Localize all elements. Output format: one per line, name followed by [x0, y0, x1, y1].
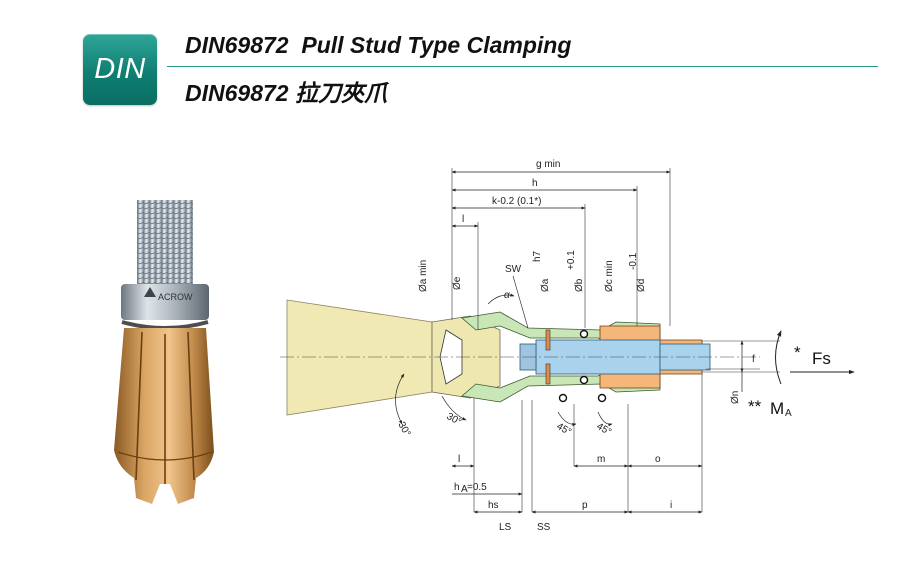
dim-g-label: g min	[536, 159, 560, 170]
label-c-min: Øc min	[604, 260, 615, 292]
label-angle-30-b: 30°	[445, 411, 464, 428]
label-ma-sub: A	[785, 408, 792, 419]
threaded-stud	[137, 200, 193, 290]
dim-p-label: p	[582, 500, 588, 511]
angle-45-arc-b	[597, 411, 613, 427]
dim-l-label: l	[462, 214, 464, 225]
torque-arc	[775, 330, 782, 385]
dim-h-label: h	[532, 178, 538, 189]
dim-ha-sub: A	[461, 484, 468, 495]
angle-45-arc-a	[557, 411, 577, 427]
clamp-cross-section	[280, 311, 760, 403]
pin-upper	[545, 329, 551, 351]
dim-i-label: i	[670, 500, 672, 511]
label-sw: SW	[505, 264, 522, 275]
bottom-dimensions	[451, 464, 703, 514]
label-fs: Fs	[812, 349, 831, 368]
dim-k-label: k-0.2 (0.1*)	[492, 196, 541, 207]
din-badge-label: DIN	[94, 53, 146, 85]
collet-slot	[135, 331, 143, 481]
o-ring-lower-b	[597, 393, 607, 403]
page-subtitle: DIN69872 拉刀夾爪	[185, 80, 387, 106]
label-f: f	[752, 354, 755, 365]
dim-ha-value: =0.5	[467, 482, 487, 493]
dim-ha-label: h	[454, 482, 460, 493]
alpha-arc	[487, 293, 515, 305]
label-n: Øn	[730, 391, 741, 404]
taper-body	[286, 299, 433, 416]
label-a-h7: Øa	[540, 278, 551, 292]
angle-30-arc-b	[441, 395, 467, 421]
din-badge: DIN	[83, 34, 157, 105]
title-divider	[167, 66, 878, 67]
top-dimensions	[451, 170, 671, 228]
label-alpha: α	[504, 290, 510, 301]
label-a-min: Øa min	[418, 260, 429, 292]
collet-body	[114, 328, 214, 504]
angle-30-arc-a	[395, 373, 405, 425]
vertical-labels: Øa min Øe SW Øa h7 Øb +0.1 Øc min Ød -0.…	[418, 250, 647, 292]
label-a-h7-tol: h7	[532, 250, 543, 262]
o-ring-lower-c	[558, 393, 568, 403]
label-d-tol: -0.1	[628, 252, 639, 270]
spring-band	[121, 320, 209, 330]
dim-hs-label: hs	[488, 500, 499, 511]
pin-lower	[545, 363, 551, 385]
dim-l-bottom-label: l	[458, 454, 460, 465]
collet-slot	[187, 331, 195, 481]
label-ma: M	[770, 399, 784, 418]
dim-ls-label: LS	[499, 522, 512, 533]
label-b: Øb	[574, 278, 585, 292]
collet-lip	[117, 451, 213, 461]
label-e: Øe	[452, 276, 463, 290]
dim-m-label: m	[597, 454, 605, 465]
sw-leader	[512, 275, 529, 329]
label-b-tol: +0.1	[566, 250, 577, 270]
extension-lines	[451, 168, 780, 512]
label-fs-mark: *	[794, 343, 801, 362]
label-ma-mark: **	[748, 397, 762, 416]
o-ring-lower-a	[579, 375, 589, 385]
brand-label: ACROW	[158, 292, 193, 302]
o-ring-upper-a	[579, 329, 589, 339]
dim-ss-label: SS	[537, 522, 551, 533]
product-photo: ACROW	[114, 200, 214, 504]
clamp-ring	[121, 284, 209, 320]
acrow-logo-icon	[144, 287, 156, 297]
dim-o-label: o	[655, 454, 661, 465]
label-angle-45-b: 45°	[595, 421, 614, 438]
label-angle-30-a: 30°	[395, 420, 412, 439]
page-title: DIN69872 Pull Stud Type Clamping	[185, 32, 572, 58]
label-d: Ød	[636, 279, 647, 292]
